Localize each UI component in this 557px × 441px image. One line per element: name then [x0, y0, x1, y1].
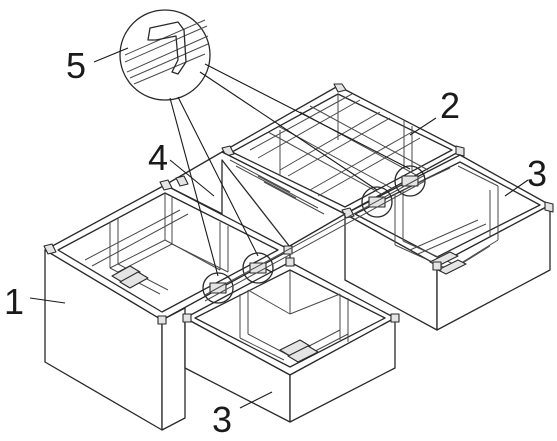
callout-3-left: 3 [212, 399, 232, 440]
magnified-clip-detail [119, 9, 411, 277]
front-lower-box [182, 257, 400, 423]
left-tall-box [43, 179, 293, 431]
right-box [341, 154, 554, 331]
connector-clips [202, 165, 426, 304]
callout-1: 1 [4, 281, 24, 322]
callout-3-right: 3 [527, 153, 547, 194]
callout-5: 5 [66, 45, 86, 86]
callout-2: 2 [440, 85, 460, 126]
callout-leaders [29, 47, 529, 409]
callout-4: 4 [148, 137, 168, 178]
